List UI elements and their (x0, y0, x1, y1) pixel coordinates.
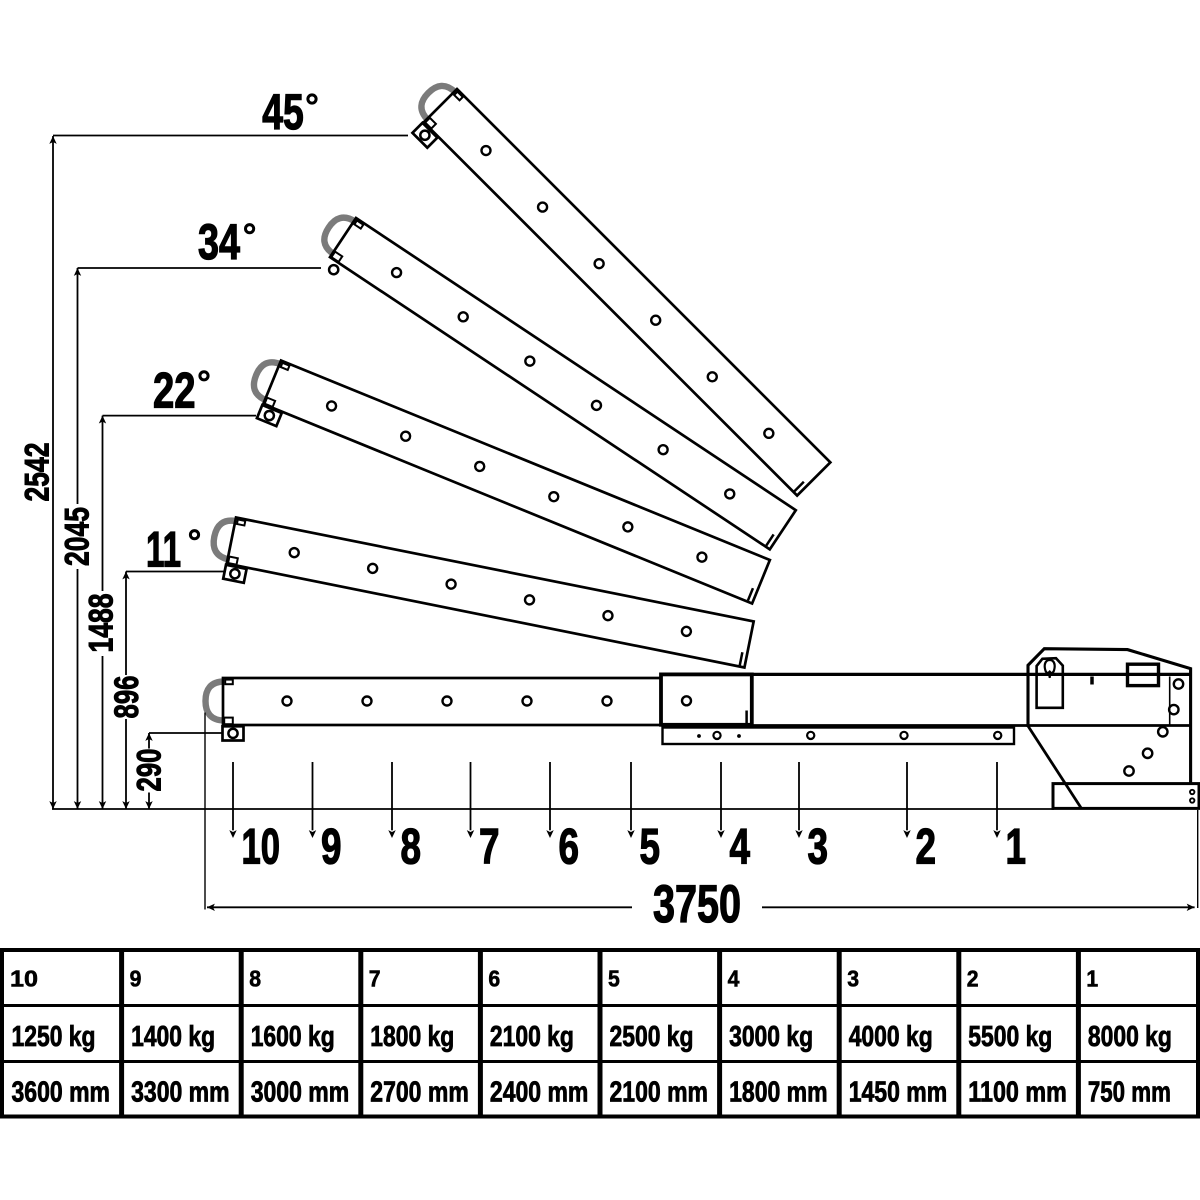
svg-text:3600 mm: 3600 mm (12, 1077, 111, 1109)
svg-text:1800 kg: 1800 kg (370, 1021, 454, 1053)
svg-text:1600 kg: 1600 kg (251, 1021, 335, 1053)
svg-text:9: 9 (130, 966, 142, 992)
svg-text:3000 mm: 3000 mm (251, 1077, 350, 1109)
svg-text:5: 5 (640, 819, 661, 875)
svg-text:1: 1 (1006, 819, 1027, 875)
svg-text:2100 kg: 2100 kg (490, 1021, 574, 1053)
svg-text:290: 290 (131, 749, 169, 792)
svg-text:2542: 2542 (19, 443, 57, 502)
svg-text:9: 9 (321, 819, 342, 875)
svg-text:10: 10 (10, 966, 38, 992)
svg-text:2500 kg: 2500 kg (610, 1021, 694, 1053)
svg-text:2: 2 (916, 819, 937, 875)
svg-text:10: 10 (242, 819, 281, 875)
svg-text:7: 7 (369, 966, 381, 992)
svg-text:1488: 1488 (83, 594, 121, 653)
svg-text:2400 mm: 2400 mm (490, 1077, 589, 1109)
svg-text:11: 11 (146, 522, 181, 578)
svg-text:4000 kg: 4000 kg (849, 1021, 933, 1053)
svg-text:7: 7 (479, 819, 500, 875)
svg-text:3300 mm: 3300 mm (131, 1077, 230, 1109)
svg-text:3000 kg: 3000 kg (729, 1021, 813, 1053)
svg-text:45: 45 (262, 84, 304, 140)
svg-text:750 mm: 750 mm (1088, 1077, 1171, 1109)
svg-text:8: 8 (249, 966, 261, 992)
svg-text:1: 1 (1086, 966, 1098, 992)
svg-text:34: 34 (198, 214, 240, 270)
svg-text:1800 mm: 1800 mm (729, 1077, 828, 1109)
svg-text:2100 mm: 2100 mm (610, 1077, 709, 1109)
svg-text:4: 4 (728, 966, 740, 992)
svg-text:22: 22 (153, 362, 196, 418)
svg-text:2700 mm: 2700 mm (370, 1077, 469, 1109)
svg-text:1450 mm: 1450 mm (849, 1077, 948, 1109)
svg-text:3: 3 (808, 819, 829, 875)
svg-text:6: 6 (488, 966, 500, 992)
svg-text:4: 4 (730, 819, 751, 875)
svg-text:8000 kg: 8000 kg (1088, 1021, 1172, 1053)
svg-text:3750: 3750 (653, 875, 741, 934)
svg-text:896: 896 (108, 676, 146, 719)
svg-text:2045: 2045 (59, 507, 97, 566)
svg-text:5: 5 (608, 966, 620, 992)
svg-text:8: 8 (401, 819, 422, 875)
svg-text:6: 6 (559, 819, 580, 875)
svg-text:3: 3 (847, 966, 859, 992)
svg-text:2: 2 (967, 966, 979, 992)
svg-text:5500 kg: 5500 kg (968, 1021, 1052, 1053)
svg-text:1400 kg: 1400 kg (131, 1021, 215, 1053)
svg-text:1250 kg: 1250 kg (12, 1021, 96, 1053)
svg-text:1100 mm: 1100 mm (968, 1077, 1067, 1109)
